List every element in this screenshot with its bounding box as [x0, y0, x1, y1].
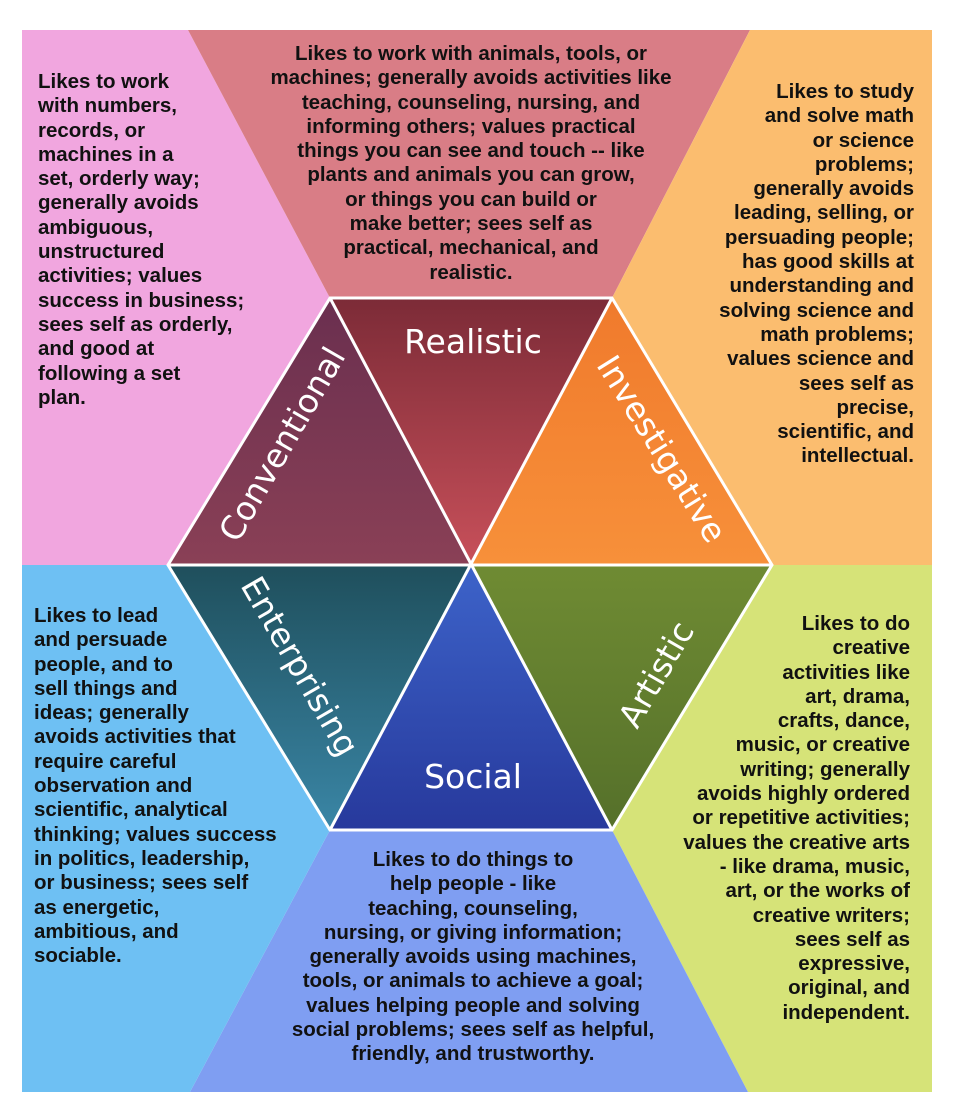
- realistic-region: [188, 30, 750, 298]
- realistic-triangle: [330, 298, 612, 565]
- social-region: [190, 830, 748, 1092]
- enterprising-triangle: [168, 565, 470, 830]
- investigative-triangle: [470, 298, 772, 565]
- conventional-description: Likes to work with numbers, records, or …: [38, 70, 245, 409]
- artistic-region: [612, 565, 932, 1092]
- social-triangle: [330, 565, 612, 830]
- investigative-description: Likes to study and solve math or science…: [719, 80, 914, 468]
- conventional-triangle: [168, 298, 470, 565]
- enterprising-region: [22, 565, 330, 1092]
- enterprising-description: Likes to lead and persuade people, and t…: [34, 604, 277, 968]
- artistic-triangle: [470, 565, 772, 830]
- social-label: Social: [424, 757, 522, 796]
- realistic-label: Realistic: [404, 322, 542, 361]
- separator-lines: [166, 296, 774, 832]
- artistic-description: Likes to do creative activities like art…: [683, 612, 910, 1024]
- social-description: Likes to do things to help people - like…: [291, 848, 655, 1066]
- conventional-region: [22, 30, 330, 565]
- realistic-description: Likes to work with animals, tools, or ma…: [270, 42, 672, 284]
